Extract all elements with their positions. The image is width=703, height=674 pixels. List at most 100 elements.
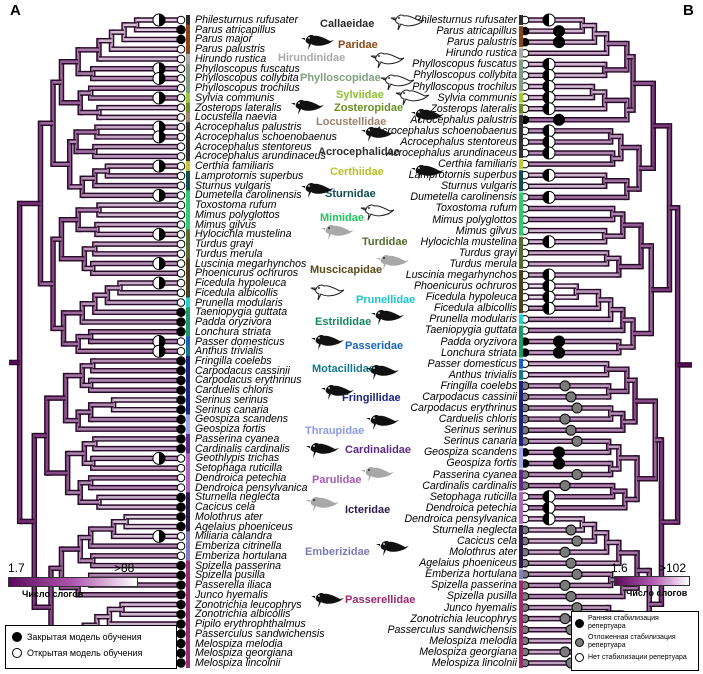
right-node-late-marker (565, 524, 577, 536)
left-tip-open-marker (176, 54, 186, 64)
legend-left-min: 1.7 (8, 561, 25, 575)
species-label-right: Acrocephalus arundinaceus (386, 147, 517, 160)
species-label-left: Certhia familiaris (195, 160, 274, 173)
legend-right-box: Ранняя стабилизация репертуара Отложенна… (571, 611, 699, 671)
species-label-left: Molothrus ater (195, 510, 263, 523)
right-family-bar (519, 447, 523, 469)
right-family-bar (519, 170, 523, 192)
species-label-left: Hylocichla mustelina (195, 228, 292, 241)
species-label-right: Sturnus vulgaris (441, 180, 517, 193)
legend-late-label: Отложенная стабилизация репертуара (588, 634, 676, 649)
species-label-left: Carduelis chloris (195, 384, 274, 397)
family-label-hirundinidae: Hirundinidae (278, 52, 346, 64)
species-label-right: Phylloscopus collybita (413, 69, 517, 82)
family-label-phylloscopidae: Phylloscopidae (300, 72, 381, 84)
species-label-left: Hirundo rustica (195, 52, 267, 65)
left-tip-closed-marker (176, 25, 186, 35)
species-label-right: Sturnella neglecta (432, 523, 517, 536)
bird-silhouette-icon (306, 443, 339, 458)
species-label-left: Prunella modularis (195, 296, 283, 309)
species-label-left: Serinus serinus (195, 393, 269, 406)
left-tip-closed-marker (176, 424, 186, 434)
left-tip-closed-marker (176, 492, 186, 503)
species-label-left: Zosterops lateralis (195, 101, 282, 114)
family-label-muscicapidae: Muscicapidae (310, 264, 383, 276)
species-label-left: Cacicus cela (195, 501, 256, 514)
left-family-bar (186, 433, 190, 454)
right-node-mixed-fill (543, 191, 549, 204)
right-family-bar (519, 269, 523, 314)
left-family-bar (186, 258, 190, 298)
family-label-motacillidae: Motacillidae (312, 363, 375, 375)
species-label-left: Emberiza citrinella (195, 540, 282, 553)
species-label-right: Dendroica pensylvanica (404, 512, 517, 525)
species-label-right: Serinus canaria (443, 435, 517, 448)
bird-silhouette-icon (411, 165, 444, 180)
species-label-left: Turdus grayi (195, 238, 254, 251)
right-node-late-marker (565, 557, 577, 569)
right-family-bar (519, 59, 523, 92)
right-node-late-marker (565, 590, 577, 602)
family-label-mimidae: Mimidae (320, 212, 365, 224)
bird-silhouette-icon (411, 109, 444, 124)
left-tip-closed-marker (176, 580, 186, 590)
bird-silhouette-icon (380, 74, 415, 91)
left-tip-open-marker (176, 15, 186, 25)
species-label-left: Sylvia communis (195, 91, 275, 104)
species-label-left: Parus major (195, 33, 253, 46)
right-node-mixed-fill (543, 14, 549, 26)
species-label-left: Dendroica petechia (195, 471, 287, 484)
family-label-prunellidae: Prunellidae (356, 294, 416, 306)
right-node-early-marker (553, 25, 565, 38)
species-label-left: Acrocephalus arundinaceus (195, 150, 326, 163)
species-label-left: Geothlypis trichas (195, 452, 280, 465)
right-family-bar (519, 580, 523, 668)
left-family-bar (186, 297, 190, 308)
left-family-bar (186, 63, 190, 94)
species-label-right: Sylvia communis (437, 91, 517, 104)
right-node-mixed-fill (543, 147, 549, 160)
left-node-mixed-fill (159, 160, 165, 173)
species-label-right: Fringilla coelebs (440, 379, 517, 392)
left-tip-open-marker (176, 249, 186, 259)
species-label-right: Carpodacus erythrinus (410, 402, 517, 415)
species-label-right: Mimus gilvus (455, 224, 517, 237)
species-label-left: Luscinia megarhynchos (195, 257, 307, 270)
species-label-right: Luscinia megarhynchos (405, 268, 517, 281)
bird-silhouette-icon (291, 100, 324, 115)
panel-a-label: A (10, 2, 21, 19)
species-label-left: Phoenicurus ochruros (195, 267, 299, 280)
left-tip-open-marker (176, 278, 186, 288)
family-label-thraupidae: Thraupidae (305, 425, 365, 437)
left-family-bar (186, 190, 190, 230)
species-label-right: Melospiza georgiana (419, 645, 517, 658)
left-tip-open-marker (176, 288, 186, 298)
species-label-right: Cacicus cela (456, 535, 517, 548)
left-tip-closed-marker (176, 560, 186, 571)
species-label-right: Geospiza fortis (446, 457, 517, 470)
right-node-late-marker (565, 424, 577, 436)
right-family-bar (519, 114, 523, 159)
species-label-right: Taeniopygia guttata (424, 324, 517, 337)
bird-silhouette-icon (361, 467, 394, 482)
right-family-bar (519, 369, 523, 380)
species-label-right: Parus palustris (446, 36, 517, 49)
species-label-right: Hirundo rustica (445, 47, 517, 60)
left-tip-open-marker (176, 74, 186, 83)
left-tip-closed-marker (176, 521, 186, 532)
family-label-emberizidae: Emberizidae (305, 546, 370, 558)
species-label-right: Lonchura striata (441, 346, 517, 359)
open-model-dot-icon (12, 648, 22, 658)
left-tip-closed-marker (176, 414, 186, 425)
species-label-left: Serinus canaria (195, 403, 269, 416)
left-family-bar (186, 122, 190, 162)
right-node-mixed-fill (543, 69, 549, 82)
left-tip-open-marker (176, 191, 186, 200)
left-family-bar (186, 92, 190, 103)
family-label-acrocephalidae: Acrocephalidae (318, 146, 400, 158)
species-label-left: Melospiza georgiana (195, 647, 293, 660)
species-label-left: Philesturnus rufusater (195, 14, 299, 26)
species-label-right: Junco hyemalis (443, 601, 517, 614)
species-label-left: Melospiza melodia (195, 637, 283, 650)
